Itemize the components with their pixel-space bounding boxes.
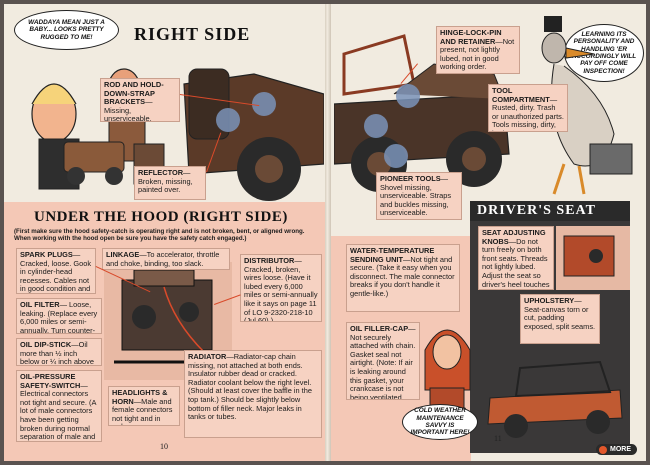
oil-pressure-switch-box: OIL-PRESSURE SAFETY-SWITCH— Electrical c… xyxy=(16,370,102,442)
more-indicator: MORE xyxy=(596,444,637,455)
callout-dot-tool xyxy=(364,114,388,138)
oil-filter-head: OIL FILTER xyxy=(20,300,60,309)
distributor-box: DISTRIBUTOR—Cracked, broken, wires loose… xyxy=(240,254,322,322)
seat-knobs-head: SEAT ADJUSTING KNOBS xyxy=(482,228,546,246)
linkage-head: LINKAGE xyxy=(106,250,140,259)
spark-plugs-box: SPARK PLUGS—Cracked, loose. Gook in cyli… xyxy=(16,248,96,294)
water-temp-body: —Not tight and secure. (Take it easy whe… xyxy=(350,254,455,298)
under-hood-title: UNDER THE HOOD (RIGHT SIDE) xyxy=(34,209,288,225)
radiator-body: —Radiator-cap chain missing, not attache… xyxy=(188,352,312,422)
headlights-head: HEADLIGHTS & HORN xyxy=(112,388,168,406)
oil-pressure-head: OIL-PRESSURE SAFETY-SWITCH xyxy=(20,372,81,390)
pioneer-tools-head: PIONEER TOOLS xyxy=(380,174,441,183)
distributor-head: DISTRIBUTOR xyxy=(244,256,295,265)
rod-brackets-box: ROD AND HOLD-DOWN-STRAP BRACKETS—Missing… xyxy=(100,78,180,122)
hinge-lock-pin-head: HINGE-LOCK-PIN AND RETAINER xyxy=(440,28,502,46)
oil-dipstick-body: —Oil more than ½ inch below or ¼ inch ab… xyxy=(20,340,94,366)
tool-compartment-body: —Rusted, dirty. Trash or unauthorized pa… xyxy=(492,94,564,131)
upholstery-body: — Seat-canvas torn or cut, padding expos… xyxy=(524,296,596,331)
seat-adjusting-knobs-box: SEAT ADJUSTING KNOBS—Do not turn freely … xyxy=(478,226,554,290)
callout-dot-hinge xyxy=(396,84,420,108)
page-number-left: 10 xyxy=(160,442,168,451)
distributor-body: —Cracked, broken, wires loose. (Have it … xyxy=(244,256,318,322)
upholstery-head: UPHOLSTERY xyxy=(524,296,575,305)
jeep-seats-illustration xyxy=(487,360,623,438)
linkage-body: —To accelerator, throttle and choke, bin… xyxy=(106,250,220,268)
connie-character-illustration xyxy=(424,329,471,419)
reflector-body: — Broken, missing, painted over. xyxy=(138,168,193,195)
oil-filler-body: —Not securely attached with chain. Gaske… xyxy=(350,324,416,400)
oil-dipstick-box: OIL DIP-STICK—Oil more than ½ inch below… xyxy=(16,338,102,366)
page-gutter xyxy=(325,4,331,461)
tool-compartment-box: TOOL COMPARTMENT—Rusted, dirty. Trash or… xyxy=(488,84,568,132)
oil-filter-body: — Loose, leaking. (Replace every 6,000 m… xyxy=(20,300,98,334)
callout-dot-reflector xyxy=(216,108,240,132)
spark-plugs-body: —Cracked, loose. Gook in cylinder-head r… xyxy=(20,250,92,294)
hinge-lock-pin-box: HINGE-LOCK-PIN AND RETAINER—Not present,… xyxy=(436,26,520,74)
radiator-head: RADIATOR xyxy=(188,352,227,361)
page-number-right: 11 xyxy=(494,434,502,443)
callout-dot-pioneer xyxy=(384,144,408,168)
drivers-seat-title: DRIVER'S SEAT xyxy=(477,203,596,218)
right-side-title: RIGHT SIDE xyxy=(134,24,251,44)
drivers-seat-header-bar xyxy=(470,201,630,221)
cold-weather-bubble: COLD WEATHER MAINTENANCE SAVVY IS IMPORT… xyxy=(402,404,478,440)
reflector-head: REFLECTOR xyxy=(138,168,184,177)
radiator-box: RADIATOR—Radiator-cap chain missing, not… xyxy=(184,350,322,438)
upholstery-box: UPHOLSTERY— Seat-canvas torn or cut, pad… xyxy=(520,294,600,344)
hinge-lock-pin-body: —Not present, not lightly lubed, not in … xyxy=(440,36,515,72)
linkage-box: LINKAGE—To accelerator, throttle and cho… xyxy=(102,248,230,270)
pioneer-tools-box: PIONEER TOOLS— Shovel missing, unservice… xyxy=(376,172,462,220)
magazine-spread: WADDAYA MEAN JUST A BABY... LOOKS PRETTY… xyxy=(4,4,646,461)
reflector-box: REFLECTOR— Broken, missing, painted over… xyxy=(134,166,206,200)
oil-filler-head: OIL FILLER-CAP xyxy=(350,324,409,333)
headlights-horn-box: HEADLIGHTS & HORN—Male and female connec… xyxy=(108,386,180,426)
headlights-body: —Male and female connectors not tight an… xyxy=(112,396,173,425)
oil-filter-box: OIL FILTER— Loose, leaking. (Replace eve… xyxy=(16,298,102,334)
oil-filler-cap-box: OIL FILLER-CAP—Not securely attached wit… xyxy=(346,322,420,400)
water-temp-head: WATER-TEMPERATURE SENDING UNIT xyxy=(350,246,435,264)
oil-dipstick-head: OIL DIP-STICK xyxy=(20,340,72,349)
spark-plugs-head: SPARK PLUGS xyxy=(20,250,73,259)
under-hood-intro: (First make sure the hood safety-catch i… xyxy=(14,228,305,243)
water-temp-box: WATER-TEMPERATURE SENDING UNIT—Not tight… xyxy=(346,244,460,312)
seat-knob-illustration xyxy=(556,226,630,290)
rod-brackets-body: —Missing, unserviceable, mashed flat. xyxy=(104,97,153,122)
seat-knobs-body: —Do not turn freely on both front seats.… xyxy=(482,236,550,289)
pioneer-tools-body: — Shovel missing, unserviceable. Straps … xyxy=(380,174,452,218)
oil-pressure-body: — Electrical connectors not tight and se… xyxy=(20,380,97,442)
rod-brackets-head: ROD AND HOLD-DOWN-STRAP BRACKETS xyxy=(104,80,164,107)
speech-bubble-boy: WADDAYA MEAN JUST A BABY... LOOKS PRETTY… xyxy=(14,10,119,50)
tool-compartment-head: TOOL COMPARTMENT xyxy=(492,86,550,104)
speech-bubble-bird: LEARNING ITS PERSONALITY AND HANDLING 'E… xyxy=(564,24,644,82)
